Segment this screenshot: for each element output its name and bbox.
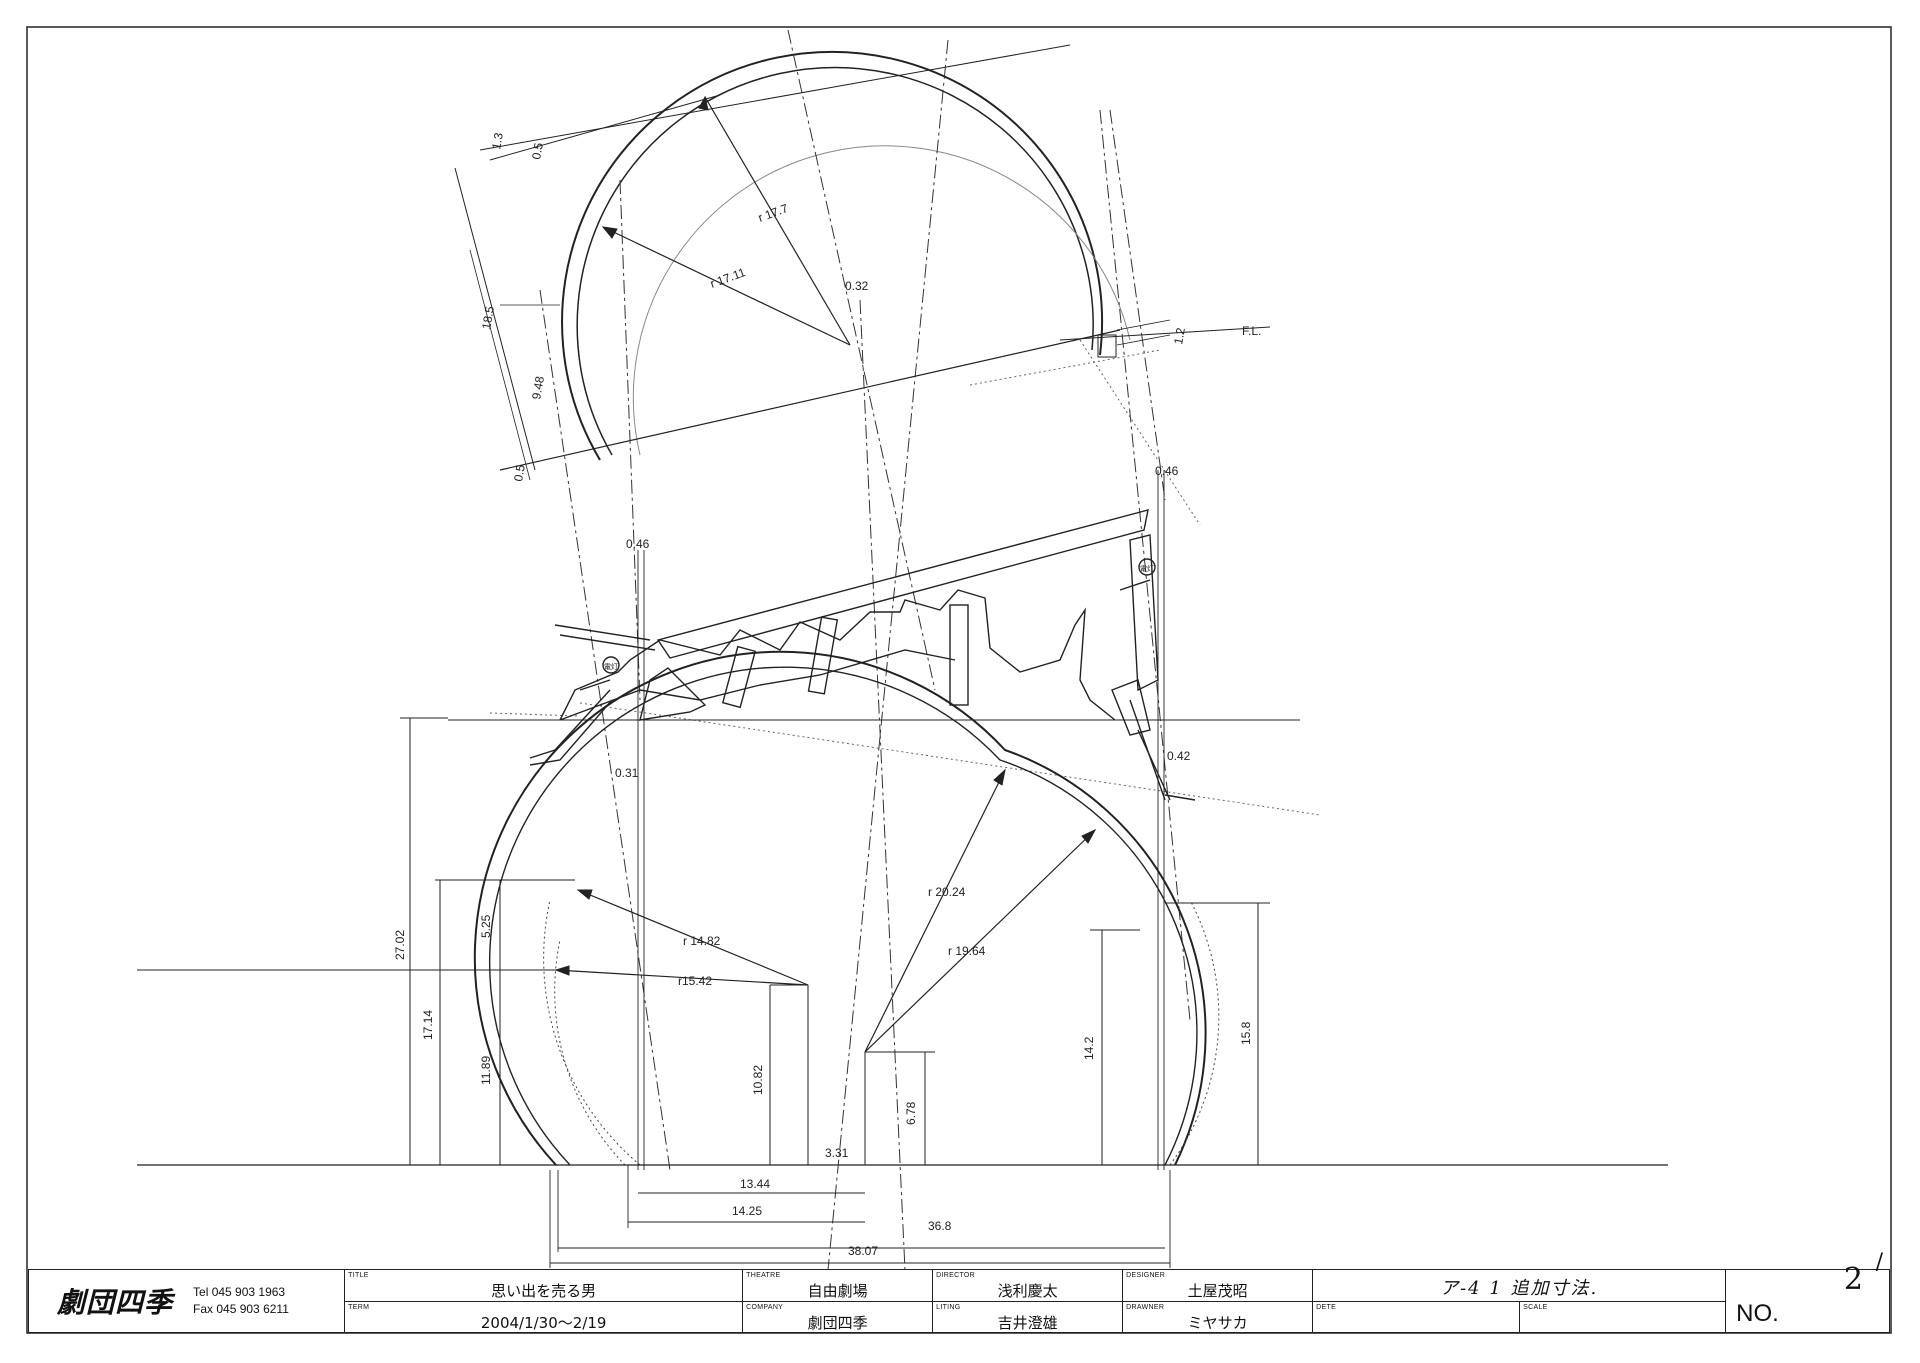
dim-0-46-right: 0.46 bbox=[1155, 464, 1179, 478]
lighting-value: 吉井澄雄 bbox=[997, 1313, 1058, 1332]
term-label: TERM bbox=[348, 1303, 370, 1311]
date-cell: DETE bbox=[1313, 1301, 1521, 1332]
dim-0-5-top: 0.5 bbox=[529, 141, 546, 160]
title-cell: TITLE 思い出を売る男 bbox=[345, 1270, 744, 1301]
dim-18-5: 18.5 bbox=[479, 305, 497, 331]
company-cell: COMPANY 劇団四季 bbox=[743, 1301, 934, 1332]
theatre-cell: THEATRE 自由劇場 bbox=[743, 1270, 934, 1301]
radius-line-r17-7 bbox=[704, 96, 851, 346]
sheet-number-label: NO. bbox=[1736, 1300, 1779, 1327]
drawing-frame bbox=[26, 26, 1892, 1334]
designer-cell: DESIGNER 土屋茂昭 bbox=[1123, 1270, 1314, 1301]
floor-level-label: F.L. bbox=[1242, 324, 1261, 338]
theatre-label: THEATRE bbox=[746, 1272, 781, 1279]
middle-set-piece: 電灯 電灯 bbox=[448, 470, 1300, 1170]
fax-number: Fax 045 903 6211 bbox=[193, 1302, 289, 1316]
lamp-marker-label-right: 電灯 bbox=[1140, 564, 1154, 573]
dim-14-2: 14.2 bbox=[1082, 1036, 1096, 1060]
top-arch bbox=[454, 44, 1271, 481]
dim-0-32: 0.32 bbox=[845, 279, 869, 293]
radius-line-r20-24 bbox=[864, 769, 1006, 1053]
sheet-number-value: 2 bbox=[1843, 1262, 1863, 1297]
title-value: 思い出を売る男 bbox=[491, 1282, 597, 1300]
radius-label-r20-24: r 20.24 bbox=[928, 885, 966, 899]
date-label: DETE bbox=[1316, 1303, 1337, 1311]
company-logo-block: 劇団四季 Tel 045 903 1963 Fax 045 903 6211 bbox=[29, 1270, 346, 1332]
dim-11-89: 11.89 bbox=[479, 1056, 493, 1085]
radius-line-r19-64 bbox=[864, 829, 1096, 1053]
lamp-marker-label-left: 電灯 bbox=[604, 662, 618, 671]
dim-1-3: 1.3 bbox=[489, 131, 506, 150]
director-value: 浅利慶太 bbox=[997, 1282, 1058, 1300]
term-cell: TERM 2004/1/30〜2/19 bbox=[345, 1301, 744, 1332]
radius-label-r17-7: r 17.7 bbox=[756, 201, 790, 225]
drawner-value: ミヤサカ bbox=[1187, 1313, 1248, 1332]
dim-0-42: 0.42 bbox=[1167, 749, 1191, 763]
dim-13-44: 13.44 bbox=[740, 1177, 770, 1191]
tel-number: Tel 045 903 1963 bbox=[193, 1285, 286, 1299]
designer-value: 土屋茂昭 bbox=[1187, 1282, 1248, 1300]
dim-17-14: 17.14 bbox=[421, 1010, 435, 1040]
dimension-labels: F.L. r 17.7 r 17.11 r 14.82 r15.42 r 20.… bbox=[393, 131, 1261, 1258]
radius-line-r14-82 bbox=[577, 889, 809, 986]
contact-info: Tel 045 903 1963 Fax 045 903 6211 bbox=[193, 1284, 289, 1318]
radius-label-r14-82: r 14.82 bbox=[683, 934, 721, 948]
dim-0-31: 0.31 bbox=[615, 766, 639, 780]
dim-1-2: 1.2 bbox=[1171, 326, 1188, 345]
slash-mark: / bbox=[1875, 1250, 1883, 1275]
radius-line-r17-11 bbox=[602, 226, 851, 346]
center-axes bbox=[539, 29, 1191, 1271]
company-logo: 劇団四季 bbox=[57, 1286, 174, 1319]
sheet-number-cell: 2 / NO. bbox=[1726, 1250, 1889, 1332]
drawner-cell: DRAWNER ミヤサカ bbox=[1123, 1301, 1314, 1332]
scale-cell: SCALE bbox=[1520, 1301, 1727, 1332]
dim-5-25: 5.25 bbox=[479, 914, 493, 938]
dim-3-31: 3.31 bbox=[825, 1146, 849, 1160]
lighting-cell: LITING 吉井澄雄 bbox=[933, 1301, 1124, 1332]
note-cell: ア-4 1 追加寸法. bbox=[1313, 1270, 1727, 1301]
lighting-label: LITING bbox=[936, 1303, 961, 1311]
radius-label-r15-42: r15.42 bbox=[678, 974, 712, 988]
radius-label-r19-64: r 19.64 bbox=[948, 944, 986, 958]
title-block-row-bottom: TERM 2004/1/30〜2/19 COMPANY 劇団四季 LITING … bbox=[345, 1301, 1727, 1332]
drawner-label: DRAWNER bbox=[1126, 1303, 1165, 1311]
dim-10-82: 10.82 bbox=[751, 1065, 765, 1095]
dotted-guides bbox=[489, 339, 1321, 816]
title-label: TITLE bbox=[348, 1272, 369, 1279]
dim-27-02: 27.02 bbox=[393, 930, 407, 960]
designer-label: DESIGNER bbox=[1126, 1272, 1166, 1279]
dim-0-5-bottom: 0.5 bbox=[511, 463, 528, 482]
bottom-arch bbox=[137, 650, 1668, 1268]
company-value: 劇団四季 bbox=[807, 1313, 868, 1332]
dim-15-8: 15.8 bbox=[1239, 1021, 1253, 1045]
title-block-grid: TITLE 思い出を売る男 THEATRE 自由劇場 DIRECTOR 浅利慶太… bbox=[345, 1270, 1727, 1332]
dim-38-07: 38.07 bbox=[848, 1244, 878, 1258]
lamp-marker-right bbox=[1138, 558, 1156, 576]
theatre-value: 自由劇場 bbox=[807, 1282, 868, 1300]
scale-label: SCALE bbox=[1523, 1303, 1548, 1311]
dim-36-8: 36.8 bbox=[928, 1219, 952, 1233]
dim-0-46-left: 0.46 bbox=[626, 537, 650, 551]
lamp-marker-left bbox=[602, 656, 620, 674]
title-block-row-top: TITLE 思い出を売る男 THEATRE 自由劇場 DIRECTOR 浅利慶太… bbox=[345, 1270, 1727, 1302]
title-block: 劇団四季 Tel 045 903 1963 Fax 045 903 6211 T… bbox=[28, 1250, 1890, 1333]
director-cell: DIRECTOR 浅利慶太 bbox=[933, 1270, 1124, 1301]
handwritten-note: ア-4 1 追加寸法. bbox=[1440, 1278, 1599, 1299]
dim-9-48: 9.48 bbox=[529, 375, 547, 401]
director-label: DIRECTOR bbox=[936, 1272, 976, 1279]
dim-14-25: 14.25 bbox=[732, 1204, 762, 1218]
dim-6-78: 6.78 bbox=[904, 1101, 918, 1125]
term-value: 2004/1/30〜2/19 bbox=[480, 1313, 607, 1332]
radius-line-r15-42 bbox=[555, 969, 809, 986]
company-label: COMPANY bbox=[746, 1303, 784, 1311]
